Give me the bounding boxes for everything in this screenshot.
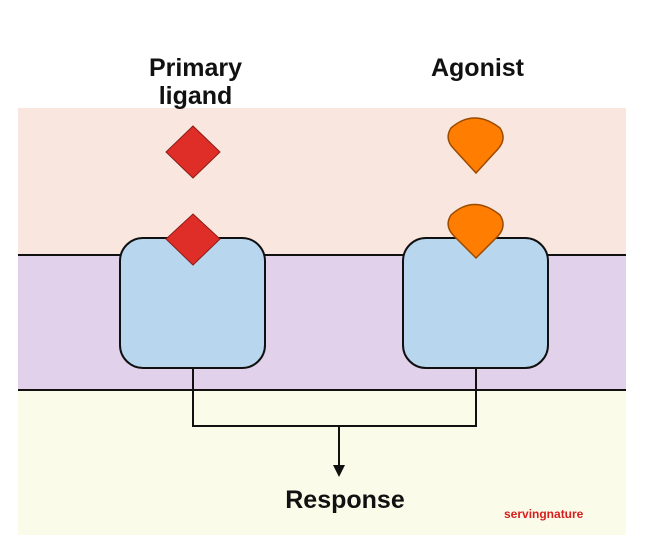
response-label: Response bbox=[285, 486, 405, 514]
agonist-bound-icon bbox=[447, 203, 504, 260]
primary-ligand-bound-icon bbox=[165, 213, 221, 266]
primary-ligand-free-icon bbox=[165, 125, 221, 179]
watermark-text: servingnature bbox=[504, 507, 584, 521]
agonist-label: Agonist bbox=[430, 54, 525, 82]
primary-ligand-label: Primary ligand bbox=[148, 54, 243, 110]
intracellular-region bbox=[18, 390, 626, 535]
agonist-free-icon bbox=[447, 117, 504, 175]
arrow-down-icon bbox=[333, 465, 345, 477]
response-connector-lines bbox=[192, 368, 477, 427]
extracellular-region bbox=[18, 108, 626, 255]
